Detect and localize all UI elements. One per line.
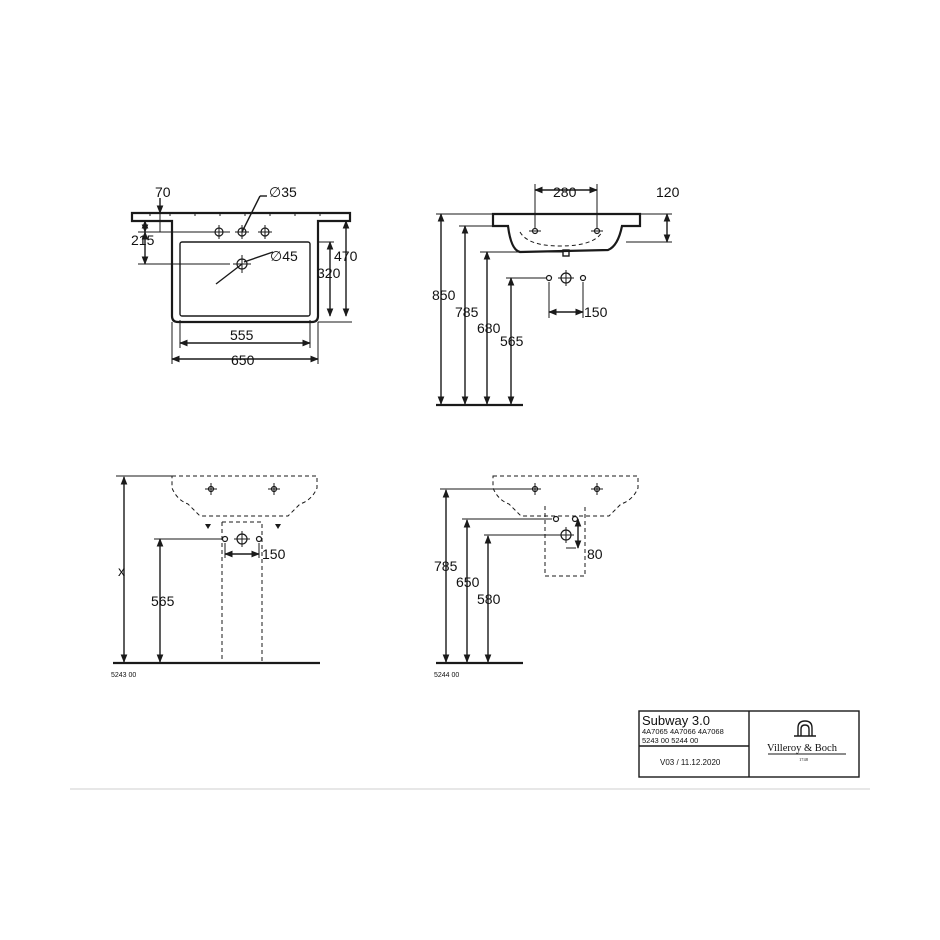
bowl-outline xyxy=(179,241,311,317)
basin-hidden-outline xyxy=(492,475,639,517)
dim-x: x xyxy=(118,563,125,579)
dim-650: 650 xyxy=(456,574,480,590)
dim-565: 565 xyxy=(151,593,175,609)
product-name: Subway 3.0 xyxy=(642,713,710,728)
semi-pedestal-hidden-outline xyxy=(544,506,586,577)
pedestal-view: x 565 150 5243 00 xyxy=(111,475,320,679)
brand-year: 1748 xyxy=(799,757,809,762)
dim-565: 565 xyxy=(500,333,524,349)
variant-codes: 5243 00 5244 00 xyxy=(642,736,698,745)
dim-diameter-45: ∅45 xyxy=(270,248,298,264)
dim-850: 850 xyxy=(432,287,456,303)
semi-pedestal-code: 5244 00 xyxy=(434,672,459,679)
dim-470: 470 xyxy=(334,248,358,264)
dim-785: 785 xyxy=(455,304,479,320)
pedestal-code: 5243 00 xyxy=(111,672,136,679)
brand-logo-icon xyxy=(768,720,846,755)
supply-points xyxy=(545,270,587,286)
waste-outlet xyxy=(562,249,570,257)
semi-pedestal-view: 785 650 580 80 5244 00 xyxy=(434,475,639,679)
waste-hole xyxy=(215,251,274,285)
basin-front-outline xyxy=(491,212,642,254)
dim-215: 215 xyxy=(131,232,155,248)
dim-80: 80 xyxy=(587,546,603,562)
dim-650: 650 xyxy=(231,352,255,368)
dim-785: 785 xyxy=(434,558,458,574)
dim-320: 320 xyxy=(317,265,341,281)
dim-diameter-35: ∅35 xyxy=(269,184,297,200)
rim-ticks xyxy=(149,213,321,216)
basin-top-outline xyxy=(130,211,352,324)
title-block: Subway 3.0 4A7065 4A7066 4A7068 5243 00 … xyxy=(638,710,860,778)
dim-120: 120 xyxy=(656,184,680,200)
brand-name: Villeroy & Boch xyxy=(767,743,838,754)
dim-150: 150 xyxy=(584,304,608,320)
dim-555: 555 xyxy=(230,327,254,343)
version-date: V03 / 11.12.2020 xyxy=(660,758,721,767)
top-view: 70 ∅35 215 ∅45 470 320 555 650 xyxy=(130,184,358,368)
dim-680: 680 xyxy=(477,320,501,336)
dim-580: 580 xyxy=(477,591,501,607)
basin-hidden-outline xyxy=(171,475,318,517)
side-view: 280 120 850 785 680 565 150 xyxy=(432,184,680,407)
dim-150: 150 xyxy=(262,546,286,562)
pedestal-hidden-outline xyxy=(221,521,263,663)
dim-280: 280 xyxy=(553,184,577,200)
article-numbers: 4A7065 4A7066 4A7068 xyxy=(642,727,724,736)
bowl-hidden-line xyxy=(519,231,603,247)
dim-70: 70 xyxy=(155,184,171,200)
